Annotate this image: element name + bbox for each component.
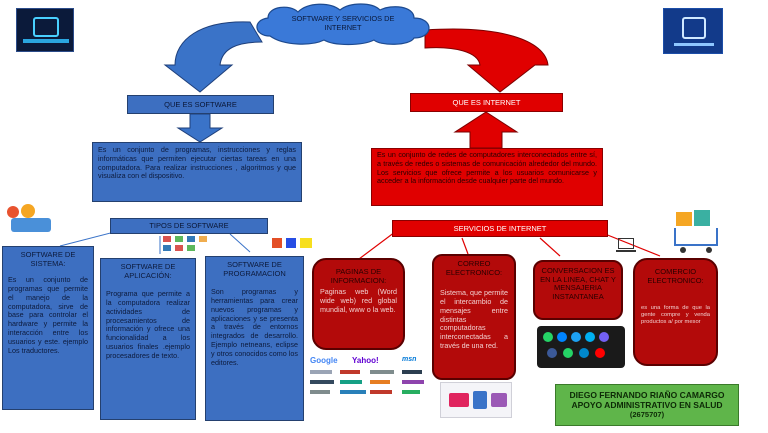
software-sistema-text: Es un conjunto de programas que permite … [8,275,88,355]
blue-down-arrow [176,113,224,143]
cyber-image-right [663,8,723,54]
conversaciones-box: CONVERSACION ES EN LA LINEA, CHAT Y MENS… [533,260,623,320]
paginas-info-box: PAGINAS DE INFORMACION: Paginas web (Wor… [312,258,405,350]
chat-apps-image [537,326,625,368]
software-aplicacion-box: SOFTWARE DE APLICACIÓN: Programa que per… [100,258,196,420]
que-es-software-box: QUE ES SOFTWARE [127,95,274,114]
author-id: (2675707) [629,410,665,419]
laptop-icon [616,238,636,254]
servicios-line-4 [599,231,661,257]
software-programacion-box: SOFTWARE DE PROGRAMACION Son programas y… [205,256,304,421]
author-box: DIEGO FERNANDO RIAÑO CAMARGO APOYO ADMIN… [555,384,739,426]
tipos-software-box: TIPOS DE SOFTWARE [110,218,268,234]
servicios-line-3 [539,237,561,257]
paginas-info-text: Paginas web (Word wide web) red global m… [320,287,397,314]
blue-curved-arrow [163,21,263,93]
correo-title: CORREO ELECTRONICO: [445,259,503,277]
msn-logo: msn [402,356,417,363]
comercio-box: COMERCIO ELECTRONICO: es una forma de qu… [633,258,718,366]
comercio-text: es una forma de que la gente compre y ve… [641,305,710,326]
paginas-info-title: PAGINAS DE INFORMACION: [330,267,387,285]
red-up-arrow [453,111,519,149]
program-icons-strip [163,236,243,252]
software-programacion-text: Son programas y herramientas para crear … [211,287,298,367]
conversaciones-title: CONVERSACION ES EN LA LINEA, CHAT Y MENS… [540,266,616,301]
software-sistema-box: SOFTWARE DE SISTEMA: Es un conjunto de p… [2,246,94,410]
que-es-internet-box: QUE ES INTERNET [410,93,563,112]
google-logo: Google [310,356,338,365]
cyber-image-left [16,8,74,52]
cloud-computing-icon [3,204,57,234]
internet-definition: Es un conjunto de redes de computadores … [371,148,603,206]
programming-logos [272,236,316,250]
title-cloud: SOFTWARE Y SERVICIOS DE INTERNET [250,2,436,46]
comercio-title: COMERCIO ELECTRONICO: [647,267,704,285]
author-role: APOYO ADMINISTRATIVO EN SALUD [571,400,723,410]
yahoo-logo: Yahoo! [352,356,379,365]
page-title: SOFTWARE Y SERVICIOS DE INTERNET [291,14,395,32]
tipos-line-3 [229,233,251,253]
software-programacion-title: SOFTWARE DE PROGRAMACION [223,260,286,278]
servicios-internet-box: SERVICIOS DE INTERNET [392,220,608,237]
software-definition: Es un conjunto de programas, instruccion… [92,142,302,202]
author-name: DIEGO FERNANDO RIAÑO CAMARGO [569,390,725,400]
red-curved-arrow [424,28,549,93]
software-sistema-title: SOFTWARE DE SISTEMA: [20,250,76,268]
search-engines-logos: Google Yahoo! msn [310,356,428,404]
software-aplicacion-text: Programa que permite a la computadora re… [106,289,190,360]
correo-text: Sistema, que permite el intercambio de m… [440,288,508,350]
cloud-shape [256,3,430,46]
software-aplicacion-title: SOFTWARE DE APLICACIÓN: [120,262,176,280]
correo-box: CORREO ELECTRONICO: Sistema, que permite… [432,254,516,380]
servicios-line-1 [354,231,396,263]
email-image [440,382,512,418]
servicios-line-2 [461,237,469,255]
shopping-cart-image [670,210,726,254]
